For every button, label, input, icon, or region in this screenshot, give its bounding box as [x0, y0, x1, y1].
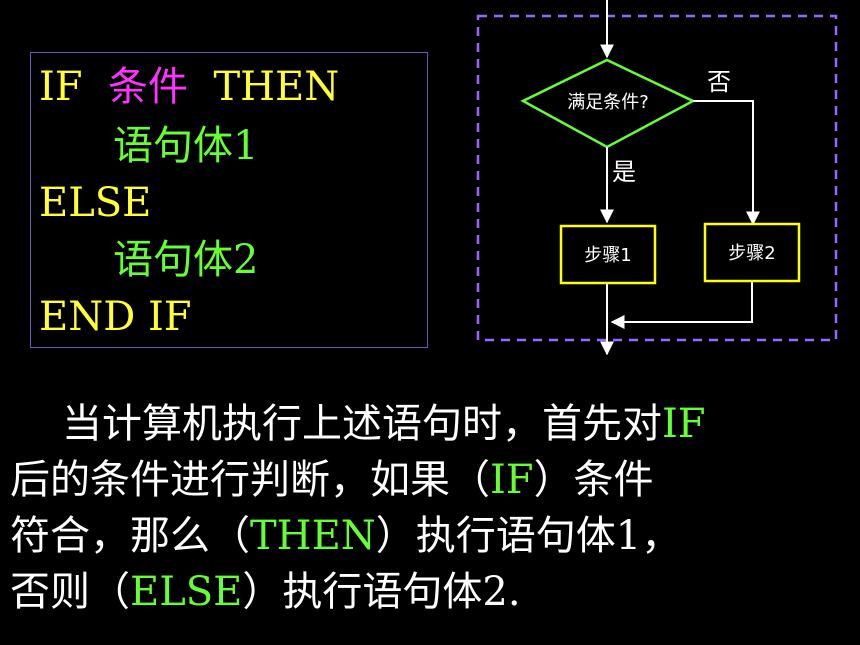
step2-box: [703, 222, 801, 283]
step2-label: 步骤2: [728, 243, 775, 264]
decision-label: 满足条件?: [567, 92, 649, 113]
step1-box: [559, 224, 657, 285]
no-label: 否: [707, 68, 731, 96]
arrow-merge: [610, 281, 753, 329]
condition-text: 条件: [108, 64, 188, 110]
code-line-statement1: 语句体1: [113, 123, 259, 169]
code-line-if: IF 条件 THEN: [39, 67, 339, 107]
yes-label: 是: [612, 158, 636, 186]
code-line-end-if: END IF: [39, 294, 192, 340]
code-box: IF 条件 THEN 语句体1 ELSE 语句体2 END IF: [30, 52, 428, 348]
paragraph-line-2: 后的条件进行判断，如果（IF）条件: [10, 457, 654, 503]
step1-label: 步骤1: [584, 245, 631, 266]
keyword-if: IF: [39, 64, 83, 110]
paragraph-line-1: 当计算机执行上述语句时，首先对IF: [62, 401, 706, 447]
paragraph-line-3: 符合，那么（THEN）执行语句体1，: [10, 513, 682, 559]
keyword-then: THEN: [213, 64, 340, 110]
code-line-statement2: 语句体2: [113, 237, 259, 283]
dashed-frame: [476, 14, 838, 342]
explanation-paragraph: 当计算机执行上述语句时，首先对IF 后的条件进行判断，如果（IF）条件 符合，那…: [10, 396, 850, 620]
paragraph-line-4: 否则（ELSE）执行语句体2.: [10, 569, 521, 615]
arrow-no-branch: [693, 100, 760, 226]
code-line-else: ELSE: [39, 180, 152, 226]
